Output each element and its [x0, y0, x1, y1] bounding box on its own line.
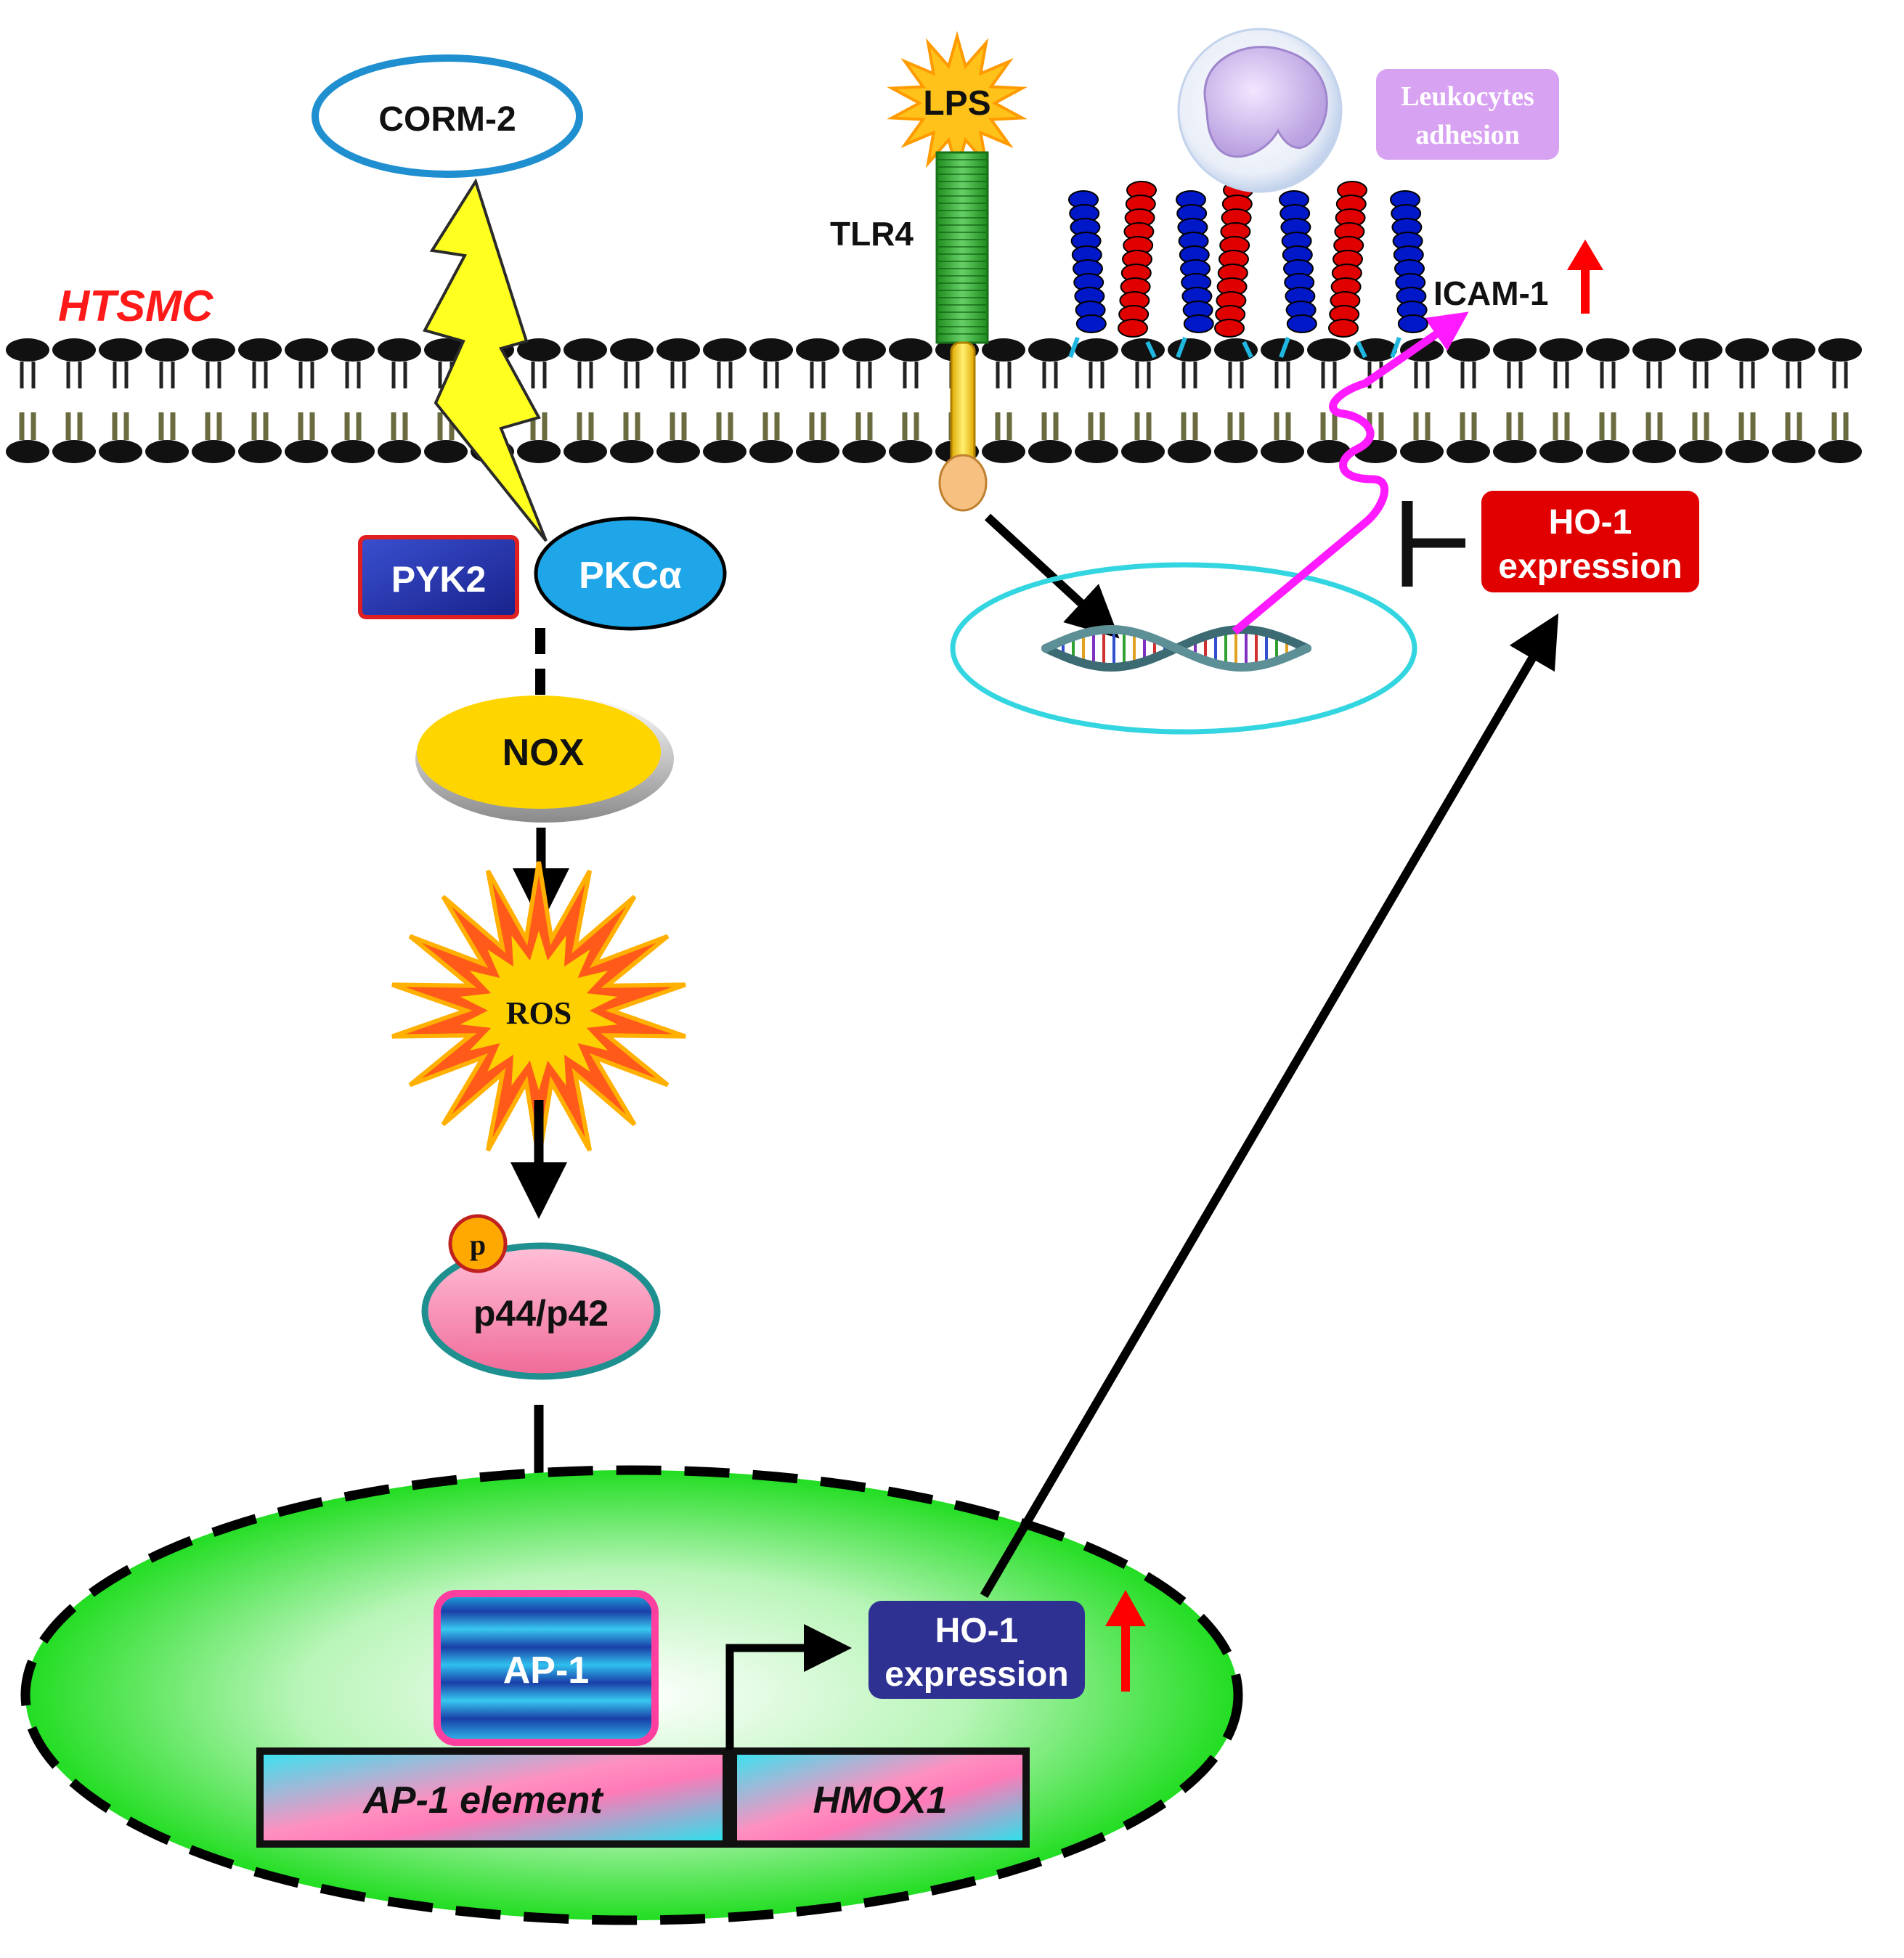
nox-label: NOX: [503, 732, 585, 774]
cell-membrane: [6, 338, 1862, 463]
ap1-element-label: AP-1 element: [362, 1779, 604, 1822]
leukocyte-adhesion-line2: adhesion: [1415, 120, 1520, 150]
corm2-label: CORM-2: [378, 100, 516, 139]
icam1-upregulation-arrow-icon: [1567, 240, 1603, 314]
pyk2-label: PYK2: [391, 559, 487, 600]
ho1-nuclear-line1: HO-1: [935, 1612, 1019, 1650]
arrow-dna-to-icam1: [1232, 311, 1469, 635]
lps-label: LPS: [923, 84, 990, 123]
arrow-tlr4-to-dna: [984, 513, 1120, 639]
ho1-cytoplasm-line1: HO-1: [1549, 503, 1632, 542]
tlr4-receptor: [935, 151, 989, 512]
hmox1-box: [730, 1747, 1030, 1848]
icam1-molecules: [1068, 181, 1428, 359]
leukocyte-cell-icon: [1177, 28, 1343, 193]
ap1-box: [434, 1590, 659, 1746]
ros-burst-core: [460, 931, 618, 1090]
pkc-label: PKCα: [579, 555, 682, 597]
ho1-cytoplasm-line2: expression: [1498, 547, 1682, 586]
lightning-bolt-icon: [423, 178, 548, 542]
icam-gene-nucleus: [950, 562, 1417, 735]
upregulation-arrow-icon: [1105, 1590, 1146, 1692]
pkc-ellipse: [534, 516, 727, 631]
ap1-label: AP-1: [503, 1649, 589, 1692]
hmox1-label: HMOX1: [813, 1779, 948, 1822]
cell-type-label: HTSMC: [58, 282, 214, 330]
ros-label: ROS: [506, 995, 571, 1031]
icam1-label: ICAM-1: [1433, 274, 1548, 312]
p44p42-ellipse: [421, 1242, 661, 1380]
phosphate-badge: [448, 1214, 508, 1273]
inhibition-bar: [1401, 501, 1465, 587]
phosphate-label: p: [470, 1228, 486, 1261]
ho1-nuclear-line2: expression: [884, 1655, 1068, 1694]
tlr4-label: TLR4: [830, 215, 914, 253]
nox-ellipse: [417, 696, 661, 809]
ap1-element-box: [256, 1747, 730, 1848]
transcription-arrow: [725, 1624, 852, 1750]
arrow-ho1-to-cytoplasm: [980, 613, 1559, 1599]
leukocyte-adhesion-line1: Leukocytes: [1401, 81, 1534, 112]
ho1-cytoplasm-box: [1481, 491, 1699, 592]
corm2-ellipse: [312, 54, 583, 178]
ho1-nuclear-box: [868, 1601, 1085, 1699]
pyk2-box: [358, 535, 519, 619]
leukocyte-adhesion-badge: [1376, 69, 1559, 160]
dna-helix-icon: [1041, 625, 1311, 672]
p44p42-label: p44/p42: [473, 1293, 609, 1334]
